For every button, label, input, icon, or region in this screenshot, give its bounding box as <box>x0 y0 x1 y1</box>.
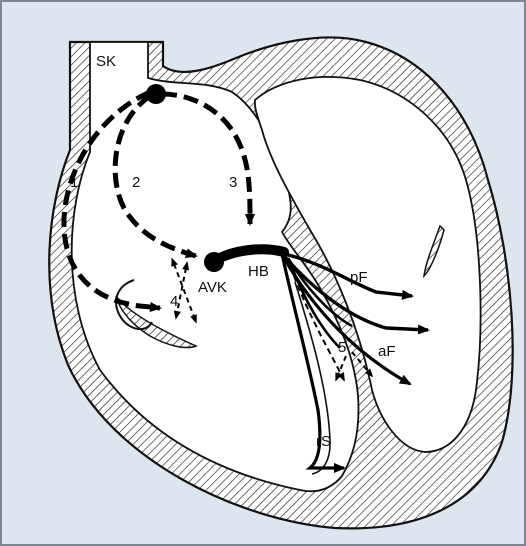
label-path-1: 1 <box>70 174 78 191</box>
label-his-bundle: HB <box>248 263 269 280</box>
label-right-bundle: rS <box>316 433 331 450</box>
label-path-2: 2 <box>132 174 140 191</box>
label-anterior-fascicle: aF <box>378 343 396 360</box>
label-posterior-fascicle: pF <box>350 269 368 286</box>
label-path-3: 3 <box>229 174 237 191</box>
av-node <box>204 252 224 272</box>
sinus-node <box>146 84 166 104</box>
label-av-node: AVK <box>198 279 227 296</box>
label-path-4: 4 <box>170 293 178 310</box>
label-sinus-node: SK <box>96 53 116 70</box>
label-path-5: 5 <box>338 339 346 356</box>
